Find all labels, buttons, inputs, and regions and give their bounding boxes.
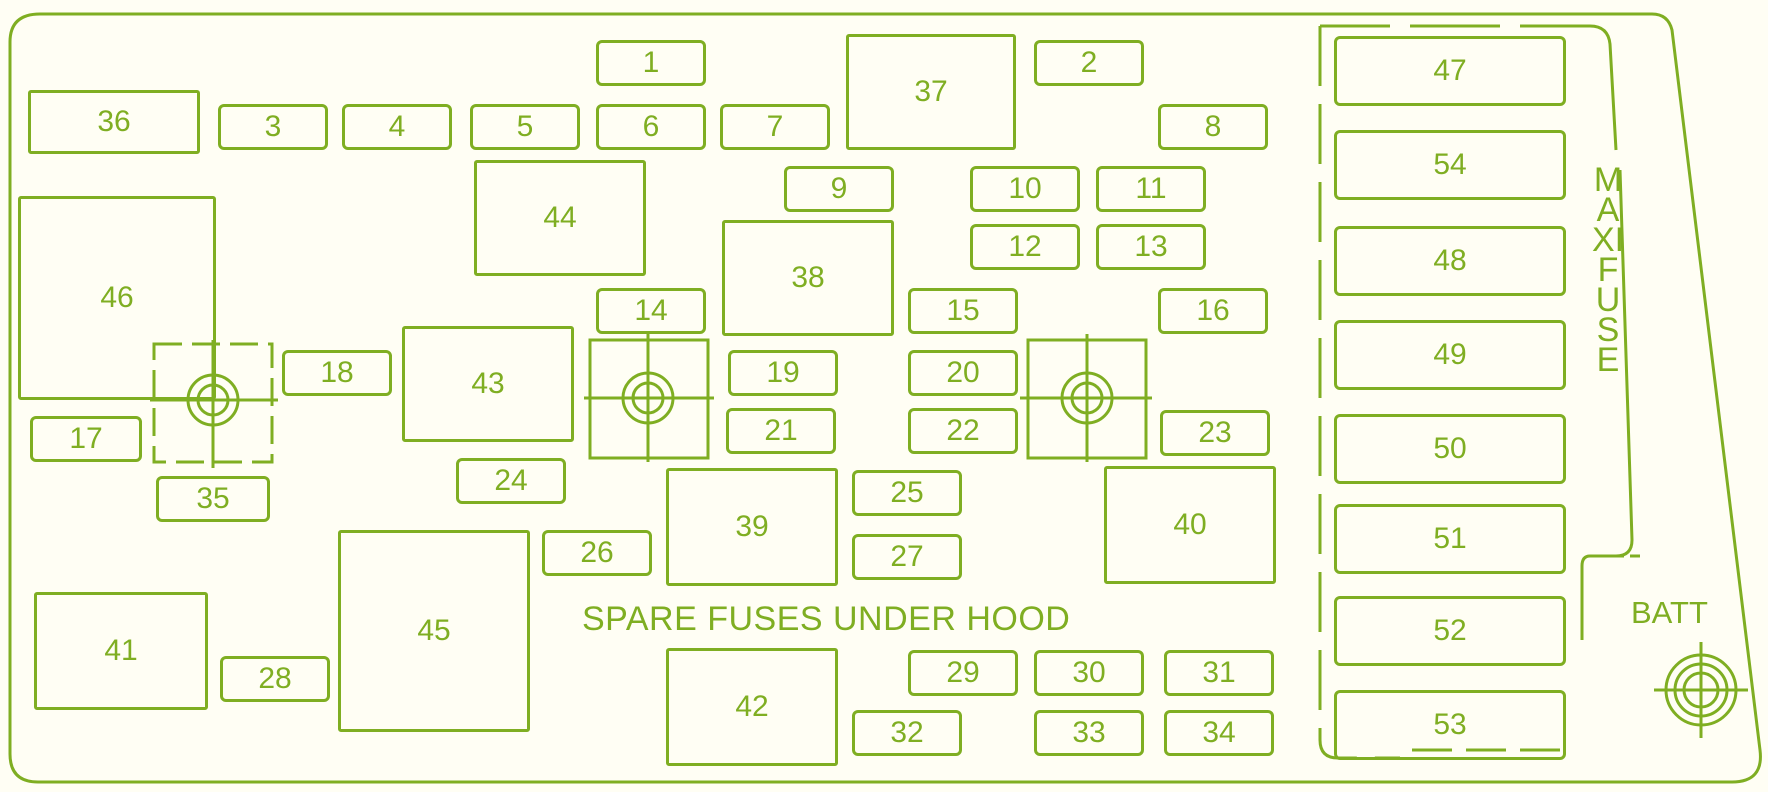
fuse-9[interactable]: 9 xyxy=(784,166,894,212)
fuse-28[interactable]: 28 xyxy=(220,656,330,702)
fuse-15[interactable]: 15 xyxy=(908,288,1018,334)
relay-43[interactable]: 43 xyxy=(402,326,574,442)
fuse-6[interactable]: 6 xyxy=(596,104,706,150)
fuse-4[interactable]: 4 xyxy=(342,104,452,150)
maxifuse-47[interactable]: 47 xyxy=(1334,36,1566,106)
fuse-25[interactable]: 25 xyxy=(852,470,962,516)
relay-41[interactable]: 41 xyxy=(34,592,208,710)
relay-39[interactable]: 39 xyxy=(666,468,838,586)
fuse-19[interactable]: 19 xyxy=(728,350,838,396)
battery-label: BATT xyxy=(1631,595,1708,630)
relay-44[interactable]: 44 xyxy=(474,160,646,276)
fuse-27[interactable]: 27 xyxy=(852,534,962,580)
fuse-29[interactable]: 29 xyxy=(908,650,1018,696)
maxifuse-48[interactable]: 48 xyxy=(1334,226,1566,296)
relay-40[interactable]: 40 xyxy=(1104,466,1276,584)
relay-45[interactable]: 45 xyxy=(338,530,530,732)
fuse-33[interactable]: 33 xyxy=(1034,710,1144,756)
fuse-14[interactable]: 14 xyxy=(596,288,706,334)
fuse-13[interactable]: 13 xyxy=(1096,224,1206,270)
fuse-26[interactable]: 26 xyxy=(542,530,652,576)
fuse-22[interactable]: 22 xyxy=(908,408,1018,454)
fuse-5[interactable]: 5 xyxy=(470,104,580,150)
maxifuse-52[interactable]: 52 xyxy=(1334,596,1566,666)
fuse-10[interactable]: 10 xyxy=(970,166,1080,212)
fuse-20[interactable]: 20 xyxy=(908,350,1018,396)
maxifuse-49[interactable]: 49 xyxy=(1334,320,1566,390)
fuse-16[interactable]: 16 xyxy=(1158,288,1268,334)
maxifuse-label: MAXIFUSE xyxy=(1591,161,1625,379)
fuse-17[interactable]: 17 xyxy=(30,416,142,462)
fuse-18[interactable]: 18 xyxy=(282,350,392,396)
fuse-11[interactable]: 11 xyxy=(1096,166,1206,212)
fuse-31[interactable]: 31 xyxy=(1164,650,1274,696)
relay-42[interactable]: 42 xyxy=(666,648,838,766)
fuse-30[interactable]: 30 xyxy=(1034,650,1144,696)
fuse-34[interactable]: 34 xyxy=(1164,710,1274,756)
maxifuse-53[interactable]: 53 xyxy=(1334,690,1566,760)
relay-38[interactable]: 38 xyxy=(722,220,894,336)
fuse-3[interactable]: 3 xyxy=(218,104,328,150)
relay-37[interactable]: 37 xyxy=(846,34,1016,150)
spare-fuses-label: SPARE FUSES UNDER HOOD xyxy=(582,600,1071,638)
fuse-2[interactable]: 2 xyxy=(1034,40,1144,86)
fuse-24[interactable]: 24 xyxy=(456,458,566,504)
panel-border xyxy=(8,12,1762,784)
fuse-12[interactable]: 12 xyxy=(970,224,1080,270)
relay-46[interactable]: 46 xyxy=(18,196,216,400)
fuse-23[interactable]: 23 xyxy=(1160,410,1270,456)
fuse-8[interactable]: 8 xyxy=(1158,104,1268,150)
maxifuse-50[interactable]: 50 xyxy=(1334,414,1566,484)
fuse-32[interactable]: 32 xyxy=(852,710,962,756)
fuse-1[interactable]: 1 xyxy=(596,40,706,86)
maxifuse-51[interactable]: 51 xyxy=(1334,504,1566,574)
fuse-7[interactable]: 7 xyxy=(720,104,830,150)
fuse-35[interactable]: 35 xyxy=(156,476,270,522)
relay-36[interactable]: 36 xyxy=(28,90,200,154)
fuse-21[interactable]: 21 xyxy=(726,408,836,454)
maxifuse-54[interactable]: 54 xyxy=(1334,130,1566,200)
